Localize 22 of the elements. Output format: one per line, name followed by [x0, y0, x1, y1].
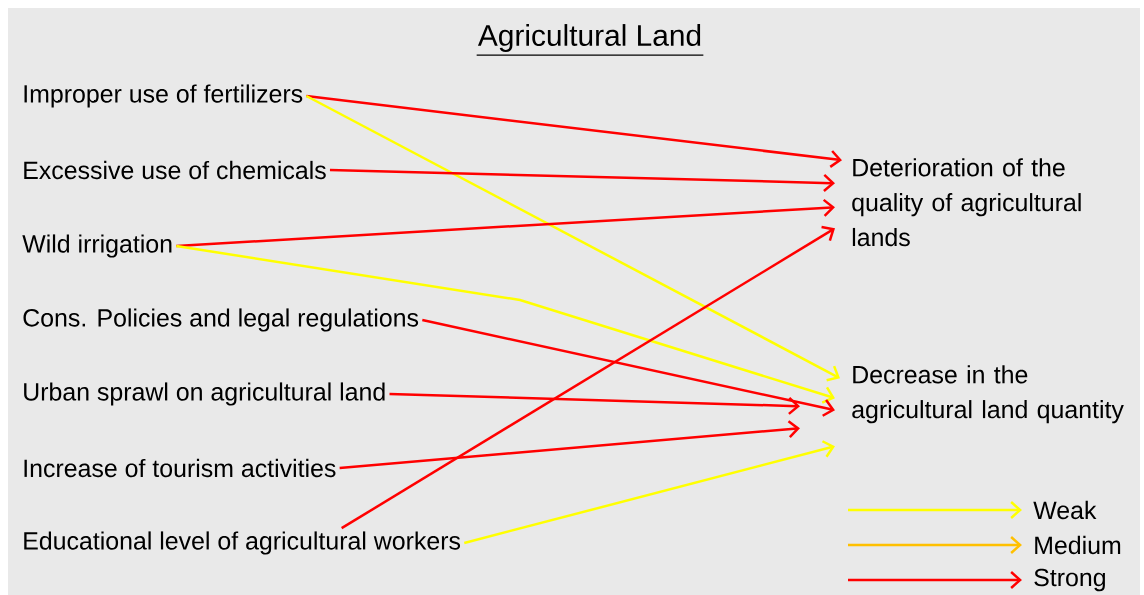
arrow [329, 168, 835, 192]
arrow [339, 420, 800, 470]
factor-text: Urban sprawl on agricultural land [24, 382, 385, 406]
legend-label: Strong [1034, 568, 1105, 592]
arrow [305, 94, 840, 382]
arrow [341, 225, 835, 530]
legend-label: Weak [1033, 500, 1097, 520]
arrow [422, 318, 835, 417]
legend-label: Medium [1035, 535, 1121, 555]
arrow [463, 440, 835, 545]
factor-text: Improper use of fertilizers [24, 84, 303, 108]
factor-text: Educational level of agricultural workers [24, 531, 461, 555]
effect-text: Deterioration of the quality of agricultural lands [852, 158, 1081, 247]
arrow [176, 244, 835, 404]
arrow [306, 94, 842, 168]
factor-text: Increase of tourism activities [24, 458, 336, 478]
arrow [389, 392, 800, 415]
factor-text: Cons. Policies and legal regulations [23, 308, 419, 332]
title: Agricultural Land [476, 24, 704, 56]
effect-text: Decrease in the agricultural land quantity [852, 365, 1124, 424]
factor-text: Wild irrigation [22, 234, 172, 258]
factor-text: Excessive use of chemicals [24, 160, 326, 180]
